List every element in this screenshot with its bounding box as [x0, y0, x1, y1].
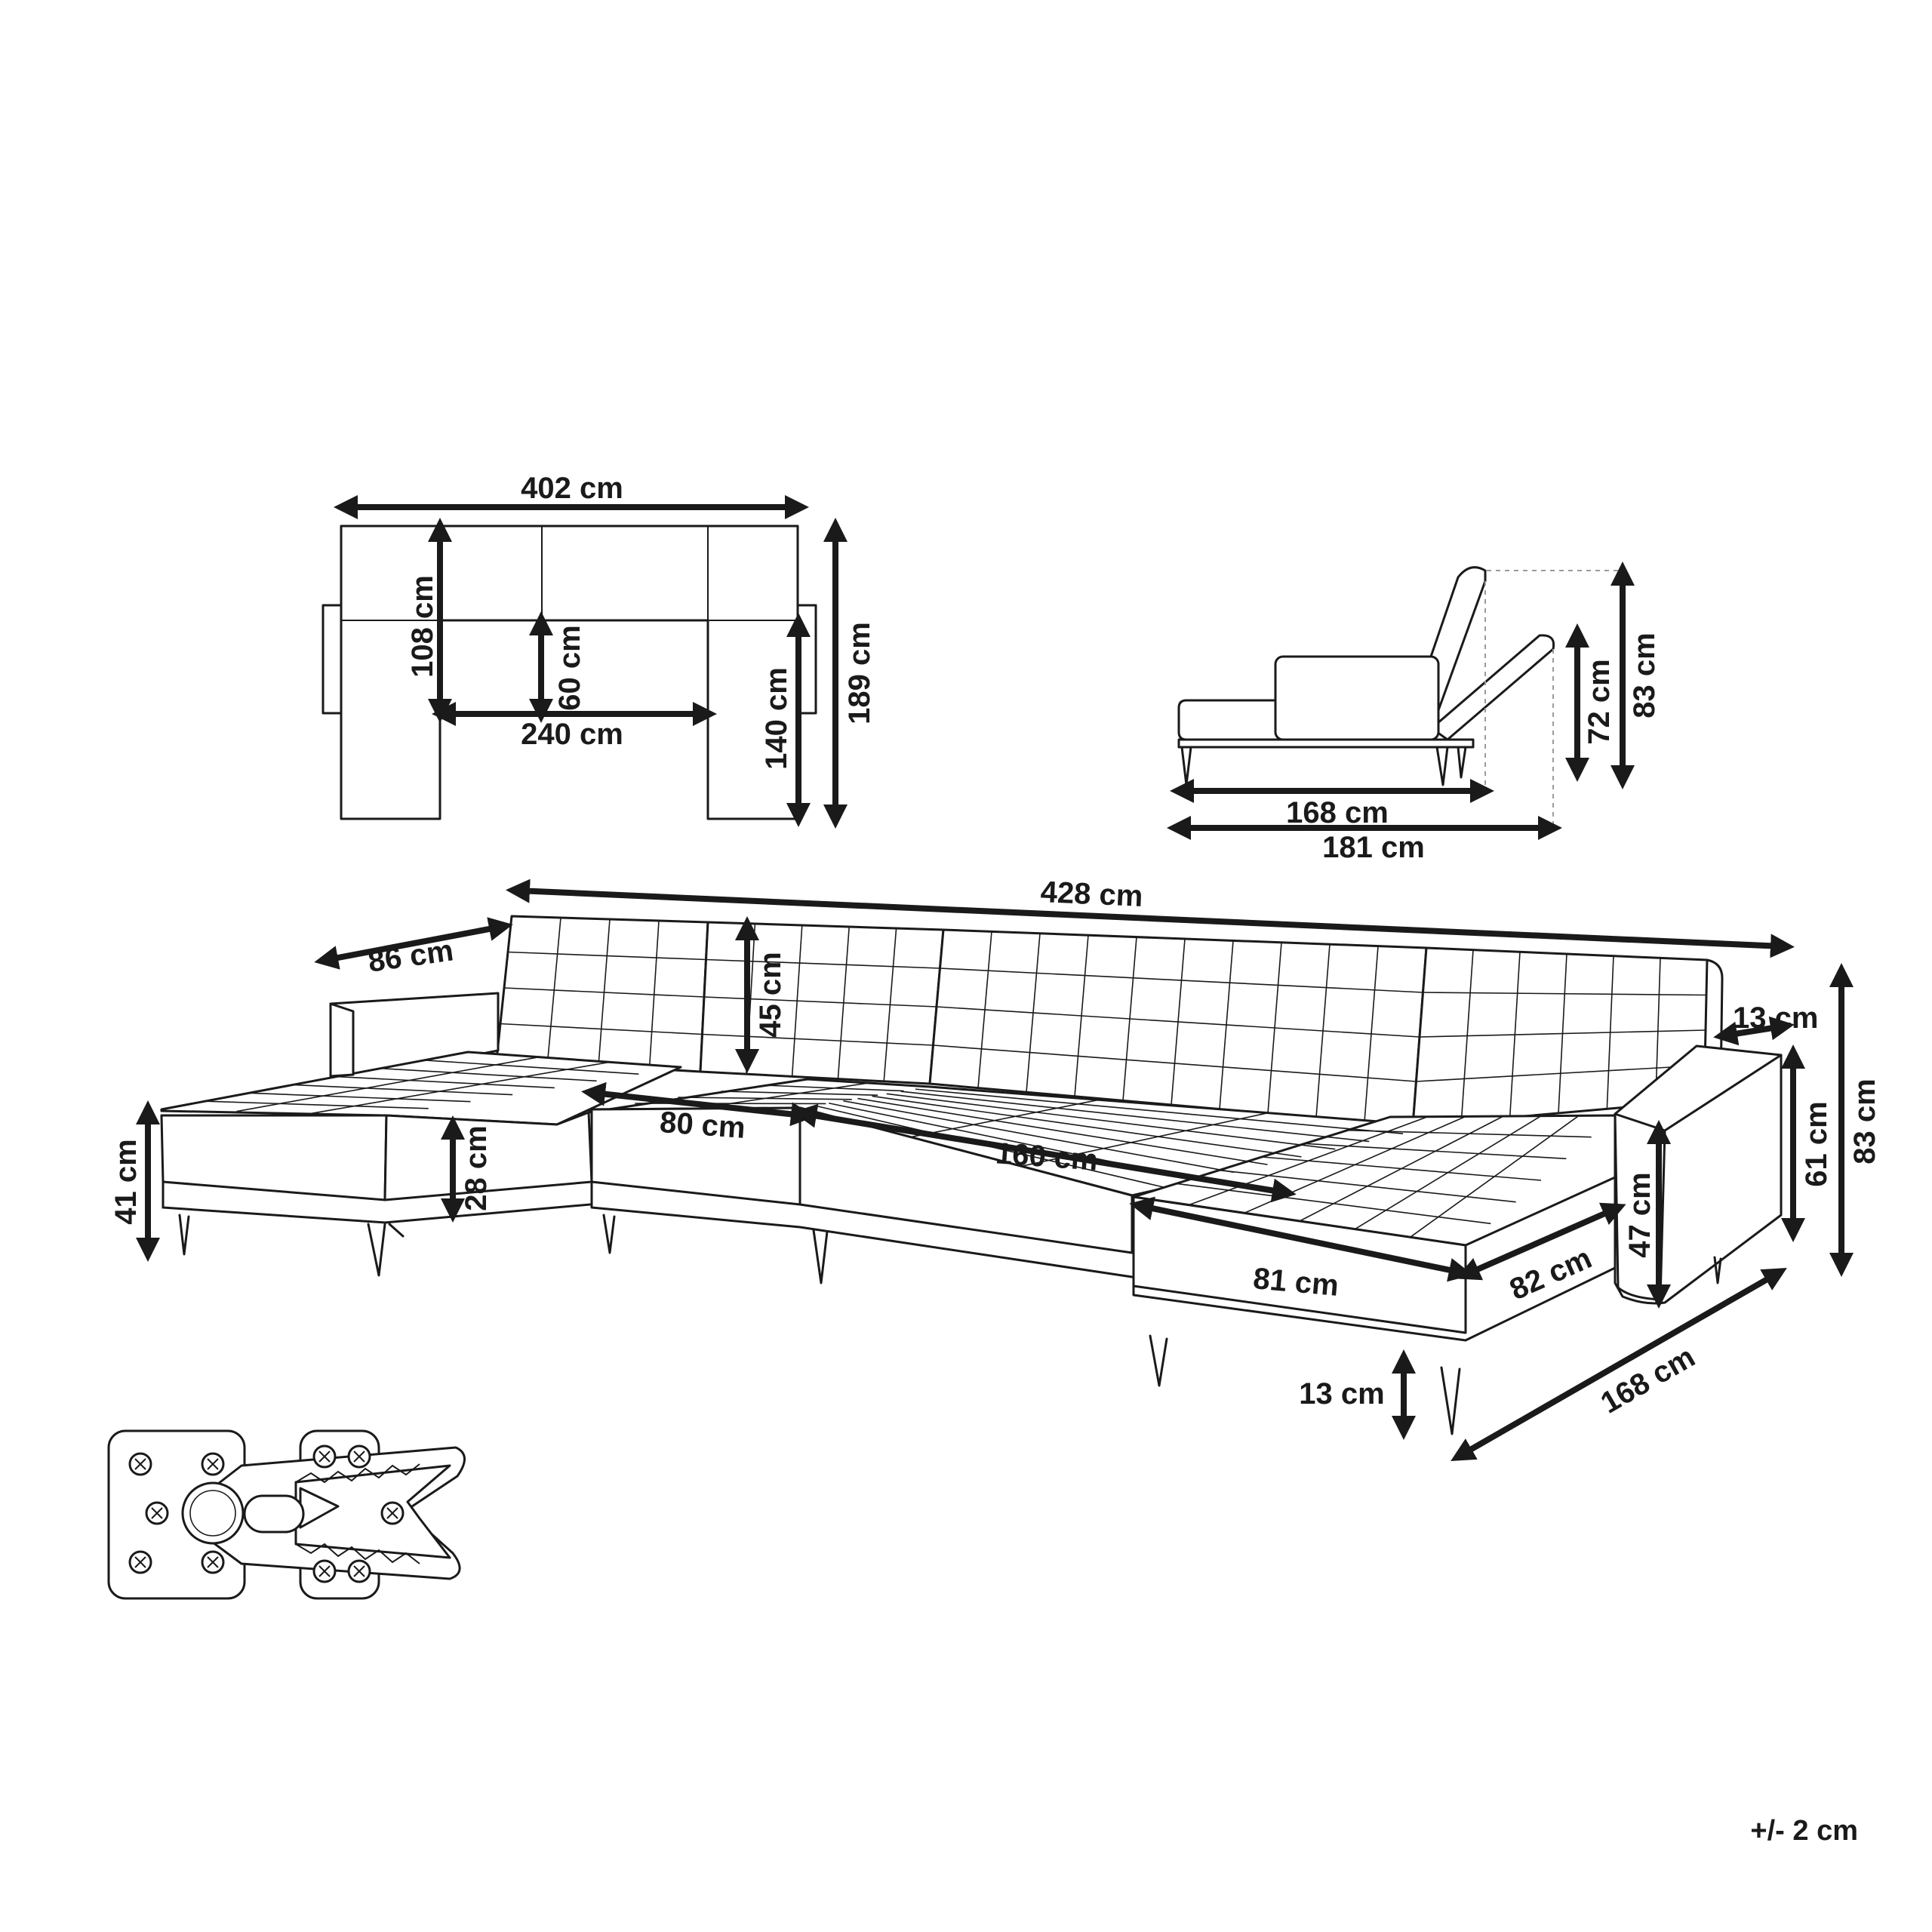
dim-160-label: 160 cm	[995, 1137, 1099, 1177]
dim-83-main-label: 83 cm	[1848, 1078, 1881, 1164]
tuft-line	[236, 1056, 540, 1112]
tuft-line	[1423, 992, 1707, 996]
dim-160-arrow	[792, 1103, 1297, 1203]
tuft-line	[940, 968, 1423, 993]
dim-13-top-label: 13 cm	[1733, 1001, 1818, 1035]
tuft-line	[933, 1044, 1417, 1082]
dim-108-label: 108 cm	[406, 575, 439, 678]
tuft-line	[500, 1023, 703, 1035]
dim-72-label: 72 cm	[1583, 659, 1616, 744]
dim-428-arrow	[506, 878, 1795, 958]
tuft-line	[205, 1100, 429, 1109]
dim-428-label: 428 cm	[1040, 875, 1143, 913]
dim-168-main-arrow	[1451, 1268, 1787, 1461]
tuft-line	[336, 1075, 555, 1089]
dim-86-label: 86 cm	[366, 934, 455, 978]
tuft-line	[380, 1067, 597, 1082]
tuft-line	[936, 1006, 1420, 1038]
dim-240-label: 240 cm	[521, 718, 623, 751]
tuft-line	[353, 1451, 365, 1463]
dim-60-label: 60 cm	[553, 625, 586, 710]
dim-402-label: 402 cm	[521, 472, 623, 505]
tuft-line	[423, 1060, 639, 1075]
tuft-line	[134, 1458, 146, 1470]
dim-81-label: 81 cm	[1252, 1262, 1340, 1303]
tuft-line	[134, 1556, 146, 1568]
dim-13-top-arrow	[1713, 1016, 1795, 1046]
tuft-line	[292, 1084, 513, 1096]
tuft-line	[318, 1565, 331, 1577]
tuft-line	[318, 1451, 331, 1463]
plan-view: 402 cm 108 cm 60 cm 240 cm 140 cm 189 cm	[321, 472, 876, 829]
tuft-line	[1416, 1064, 1706, 1082]
hinge-detail	[107, 1429, 466, 1600]
dim-61-label: 61 cm	[1800, 1101, 1833, 1186]
tolerance-note: +/- 2 cm	[1750, 1815, 1858, 1847]
dim-86-arrow	[314, 917, 513, 970]
tuft-line	[353, 1565, 365, 1577]
side-view: 72 cm 83 cm 168 cm 181 cm	[1167, 561, 1661, 864]
dim-140-label: 140 cm	[760, 667, 793, 770]
left-chaise	[160, 992, 682, 1277]
side-outline	[1177, 566, 1555, 786]
hinge-screws	[128, 1444, 405, 1583]
dim-47-label: 47 cm	[1623, 1172, 1657, 1257]
tuft-line	[248, 1092, 471, 1103]
dim-83-side-label: 83 cm	[1628, 632, 1661, 718]
dim-168-side-label: 168 cm	[1286, 796, 1389, 829]
tuft-line	[1419, 1029, 1706, 1038]
dim-82-arrow	[1456, 1202, 1626, 1281]
dim-41-label: 41 cm	[109, 1139, 143, 1224]
main-view: 428 cm 86 cm 45 cm 13 cm 41 cm 28 cm 80 …	[109, 875, 1881, 1461]
dim-81-arrow	[1129, 1196, 1473, 1282]
dim-28-label: 28 cm	[460, 1125, 493, 1211]
backrest	[495, 915, 1724, 1128]
left-armrest	[329, 1002, 355, 1078]
tuft-line	[151, 1507, 163, 1519]
tuft-line	[386, 1507, 398, 1519]
tuft-line	[503, 987, 705, 998]
dim-80-arrow	[581, 1081, 815, 1127]
dim-189-label: 189 cm	[843, 622, 876, 724]
tuft-line	[207, 1556, 219, 1568]
dim-181-label: 181 cm	[1322, 831, 1425, 864]
dim-13-leg-label: 13 cm	[1299, 1377, 1384, 1411]
dim-45-label: 45 cm	[754, 952, 787, 1037]
tuft-line	[207, 1458, 219, 1470]
dim-168-main-label: 168 cm	[1595, 1340, 1700, 1420]
dim-80-label: 80 cm	[659, 1106, 746, 1145]
tuft-line	[311, 1061, 611, 1115]
